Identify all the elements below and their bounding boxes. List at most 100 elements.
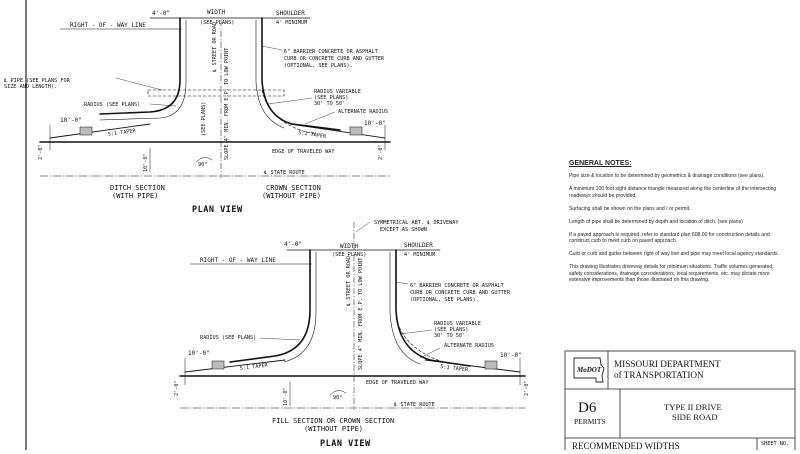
taper-left-label: 5:1 TAPER — [107, 128, 137, 138]
barrier-note-1: 6" BARRIER CONCRETE OR ASPHALT — [284, 49, 378, 55]
note-item: Length of pipe shall be determined by de… — [569, 218, 743, 225]
edge-traveled-label: EDGE OF TRAVELED WAY — [272, 149, 335, 155]
edge-traveled-label-b: EDGE OF TRAVELED WAY — [366, 380, 429, 386]
note-item: Surfacing shall be shown on the plans an… — [569, 205, 691, 212]
top-plan-view — [39, 17, 391, 179]
taper-right-label: 5:1 TAPER — [298, 130, 328, 140]
barrier-note-3-b: (OPTIONAL, SEE PLANS). — [410, 297, 479, 303]
slope-note: SLOPE 4" MIN. FROM E.P. TO LOW POINT — [224, 48, 230, 160]
org-line-2: of TRANSPORTATION — [614, 370, 704, 380]
radius-var-2-b: (SEE PLANS) — [434, 327, 468, 333]
dim-10ft-right: 10'-0" — [364, 120, 386, 127]
driveway-curb-left — [99, 19, 187, 121]
top-plan-labels: 4'-0" WIDTH (SEE PLANS) SHOULDER 4' MINI… — [3, 9, 388, 215]
width-see-plans: (SEE PLANS) — [200, 20, 234, 26]
crown-section-sub: (WITHOUT PIPE) — [262, 192, 321, 200]
drawing-code: D6 — [578, 400, 597, 416]
note-item: This drawing illustrates driveway detail… — [569, 264, 774, 284]
bottom-cut-label: RECOMMENDED WIDTHS — [572, 441, 680, 450]
width-label: WIDTH — [207, 9, 225, 16]
general-notes-heading: GENERAL NOTES: — [569, 160, 632, 167]
drawing-title-1: TYPE II DRIVE — [664, 402, 722, 412]
radius-left-label-b: RADIUS (SEE PLANS) — [200, 335, 256, 341]
dim-10ft-left: 10'-0" — [60, 117, 82, 124]
street-centerline-label-b: ℄ STREET OR ROAD — [346, 256, 352, 307]
crown-section-label: CROWN SECTION — [266, 184, 321, 192]
barrier-note-1-b: 6" BARRIER CONCRETE OR ASPHALT — [410, 283, 504, 289]
dim-2ft-right-b: 2'-0" — [524, 380, 530, 396]
shoulder-label-b: SHOULDER — [404, 242, 433, 249]
driveway-edge-right-b — [395, 249, 471, 367]
ditch-section-sub: (WITH PIPE) — [112, 192, 158, 200]
taper-right-label-b: 5:1 TAPER — [440, 364, 470, 373]
radius-var-leader-b — [399, 329, 433, 335]
note-item: Pipe size & location to be determined by… — [569, 173, 765, 179]
org-line-1: MISSOURI DEPARTMENT — [614, 359, 721, 369]
ditch-section-label: DITCH SECTION — [110, 184, 165, 192]
taper-right-line-b — [424, 359, 521, 373]
barrier-note-2-b: CURB OR CONCRETE CURB AND GUTTER — [410, 290, 511, 296]
dim-4ft-label-b: 4'-0" — [284, 241, 302, 248]
taper-left-line-b — [184, 359, 286, 373]
fill-section-sub: (WITHOUT PIPE) — [304, 425, 363, 433]
plan-view-title-bottom: PLAN VIEW — [320, 439, 371, 449]
dim-2ft-right: 2'-0" — [378, 144, 384, 160]
driveway-curb-left-b — [283, 251, 317, 363]
pipe-outline — [147, 89, 285, 97]
alternate-radius-curve — [261, 89, 316, 135]
angle-arc — [195, 157, 213, 163]
taper-right-line — [289, 123, 386, 139]
dim-10ft-left-b: 10'-0" — [188, 350, 210, 357]
note-item: If a paved approach is required, refer t… — [569, 231, 770, 245]
hatch-block-left — [79, 126, 93, 136]
alt-radius-leader-b — [419, 347, 441, 359]
barrier-leader-b — [395, 281, 409, 285]
barrier-leader — [261, 45, 283, 51]
radius-left-leader-b — [259, 337, 301, 341]
driveway-edge-left — [99, 17, 181, 115]
dim-10ft-right-b: 10'-0" — [500, 352, 522, 359]
driveway-curb-right-b — [389, 251, 421, 365]
angle-label-b: 90° — [333, 395, 342, 401]
radius-var-1: RADIUS VARIABLE — [314, 89, 361, 95]
modot-logo: MoDOT — [576, 366, 602, 374]
radius-left-label: RADIUS (SEE PLANS) — [84, 102, 140, 108]
note-item: A minimum 100 foot sight distance triang… — [569, 185, 777, 199]
taper-left-line — [49, 123, 151, 139]
driveway-edge-left-b — [229, 249, 311, 363]
barrier-note-2: CURB OR CONCRETE CURB AND GUTTER — [284, 56, 385, 62]
radius-var-2: (SEE PLANS) — [314, 95, 348, 101]
sym-leader-b — [355, 221, 371, 233]
drawing-title-2: SIDE ROAD — [672, 412, 718, 422]
sym-note-2: EXCEPT AS SHOWN — [380, 227, 427, 233]
dim-2ft-left-b: 2'-0" — [174, 380, 180, 396]
general-notes: GENERAL NOTES: Pipe size & location to b… — [569, 160, 787, 290]
sheet-no-label: SHEET NO. — [761, 441, 789, 447]
dim-4ft-label: 4'-0" — [152, 10, 170, 17]
bottom-plan-view — [179, 221, 526, 411]
state-route-label: ℄ STATE ROUTE — [263, 170, 305, 176]
state-route-label-b: ℄ STATE ROUTE — [393, 402, 435, 408]
alt-radius-label: ALTERNATE RADIUS — [338, 109, 388, 115]
width-see-plans-b: (SEE PLANS) — [332, 252, 366, 258]
pipe-note-2: SIZE AND LENGTH). — [4, 84, 57, 90]
driveway-curb-right — [255, 19, 285, 129]
pipe-note-1: ℄ PIPE (SEE PLANS FOR — [3, 78, 71, 84]
dim-10ft-vert-label-b: 10'-0" — [283, 387, 289, 406]
slope-note-b: SLOPE 4" MIN. FROM E.P. TO LOW POINT — [358, 258, 364, 370]
dim-2ft-left: 2'-0" — [38, 144, 44, 160]
hatch-block-right-b — [484, 360, 498, 370]
alternate-radius-curve-b — [395, 317, 451, 365]
shoulder-label: SHOULDER — [276, 10, 305, 17]
radius-var-3: 30' TO 50' — [314, 101, 345, 107]
row-label-b: RIGHT - OF - WAY LINE — [200, 257, 276, 264]
angle-arc-b — [329, 390, 347, 396]
radius-left-leader — [149, 103, 177, 107]
alt-radius-label-b: ALTERNATE RADIUS — [444, 343, 494, 349]
missouri-outline-icon — [573, 357, 605, 383]
radius-var-3-b: 30' TO 50' — [434, 333, 465, 339]
radius-var-1-b: RADIUS VARIABLE — [434, 321, 481, 327]
shoulder-min-label-b: 4' MINIMUM — [404, 252, 435, 258]
